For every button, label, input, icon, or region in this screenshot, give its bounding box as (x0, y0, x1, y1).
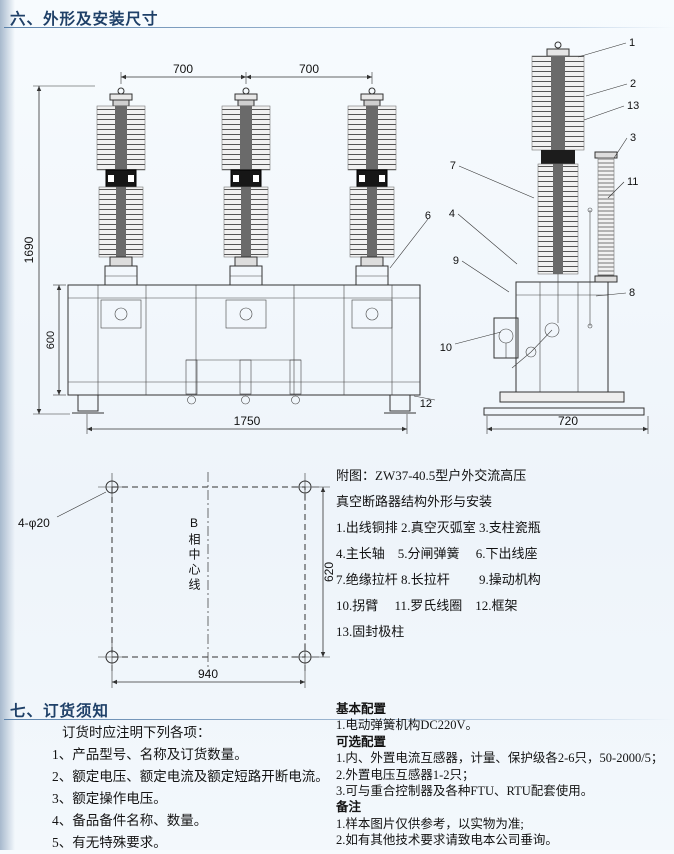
dim-720-label: 720 (558, 414, 578, 428)
dim-720: 720 (486, 414, 649, 434)
optional-config-item: 2.外置电压互感器1-2只； (336, 767, 475, 782)
front-frame (67, 284, 421, 414)
optional-config-item: 3.可与重合控制器及各种FTU、RTU配套使用。 (336, 784, 594, 799)
dim-700-right-label: 700 (299, 62, 319, 76)
callout-11: 11 (627, 176, 638, 188)
callout-6: 6 (425, 210, 431, 222)
order-item: 2、额定电压、额定电流及额定短路开断电流。 (52, 769, 329, 784)
side-view: 720 (483, 41, 649, 434)
basic-config-item: 1.电动弹簧机构DC220V。 (336, 718, 479, 733)
mounting-holes (98, 473, 319, 671)
basic-config-title: 基本配置 (336, 702, 387, 716)
dim-940-label: 940 (198, 667, 218, 681)
dim-620-label: 620 (322, 562, 336, 582)
dim-1750-label: 1750 (234, 414, 261, 428)
callout-9: 9 (453, 255, 459, 267)
dim-600: 600 (45, 284, 66, 396)
legend-line: 4.主长轴 5.分闸弹簧 6.下出线座 (336, 546, 538, 561)
section-7-rule (4, 719, 674, 720)
phase-centerline-label: B相中心线 (187, 516, 201, 593)
section-7-title: 七、订货须知 (10, 703, 110, 720)
configuration-block: 基本配置 1.电动弹簧机构DC220V。 可选配置 1.内、外置电流互感器，计量… (336, 701, 670, 849)
callout-7: 7 (450, 160, 456, 172)
legend-line: 7.绝缘拉杆 8.长拉杆 9.操动机构 (336, 572, 541, 587)
dim-600-label: 600 (45, 331, 57, 349)
callout-2: 2 (630, 78, 636, 90)
dim-1690-label: 1690 (22, 236, 36, 263)
notes-title: 备注 (336, 800, 362, 815)
legend-line: 10.拐臂 11.罗氏线圈 12.框架 (336, 598, 518, 613)
plan-outline: 4-φ20 (18, 472, 319, 672)
callout-13: 13 (627, 100, 639, 112)
dim-620: 620 (312, 486, 336, 658)
legend-line: 1.出线铜排 2.真空灭弧室 3.支柱瓷瓶 (336, 520, 541, 535)
callout-4: 4 (449, 208, 455, 220)
section-6-rule (4, 27, 674, 28)
callouts: 1 2 13 3 11 8 7 4 6 9 10 12 (389, 37, 639, 410)
outline-drawing: 700 700 1690 600 1750 (22, 37, 649, 434)
callout-1: 1 (629, 37, 635, 49)
section-6-title: 六、外形及安装尺寸 (10, 11, 159, 28)
page-edge-shade (0, 0, 15, 850)
notes-item: 2.如有其他技术要求请致电本公司垂询。 (336, 833, 558, 848)
legend-line: 13.固封极柱 (336, 624, 405, 639)
callout-8: 8 (629, 287, 635, 299)
order-item: 1、产品型号、名称及订货数量。 (52, 747, 248, 762)
dim-1750: 1750 (86, 414, 408, 434)
dim-700: 700 700 (120, 62, 373, 84)
dim-940: 940 (111, 665, 306, 688)
mounting-plan: 4-φ20 620 940 (18, 472, 336, 688)
order-item: 4、备品备件名称、数量。 (52, 813, 208, 828)
dim-1690: 1690 (22, 85, 95, 415)
figure-caption-line1: 附图：ZW37-40.5型户外交流高压 (336, 468, 527, 483)
front-view: 700 700 1690 600 1750 (22, 62, 421, 434)
callout-10: 10 (440, 342, 452, 354)
dim-700-left-label: 700 (173, 62, 193, 76)
optional-config-title: 可选配置 (336, 734, 387, 749)
notes-item: 1.样本图片仅供参考，以实物为准; (336, 816, 524, 831)
callout-12: 12 (420, 398, 432, 410)
order-item: 5、有无特殊要求。 (52, 835, 167, 850)
figure-caption-line2: 真空断路器结构外形与安装 (336, 494, 493, 509)
figure-legend: 附图：ZW37-40.5型户外交流高压 真空断路器结构外形与安装 1.出线铜排 … (336, 463, 668, 645)
ordering-notes: 订货时应注明下列各项： 1、产品型号、名称及订货数量。 2、额定电压、额定电流及… (52, 722, 352, 854)
optional-config-item: 1.内、外置电流互感器，计量、保护级各2-6只，50-2000/5； (336, 751, 664, 766)
hole-spec-label: 4-φ20 (18, 516, 50, 530)
order-item: 3、额定操作电压。 (52, 791, 167, 806)
order-intro: 订货时应注明下列各项： (62, 725, 211, 740)
callout-3: 3 (630, 132, 636, 144)
